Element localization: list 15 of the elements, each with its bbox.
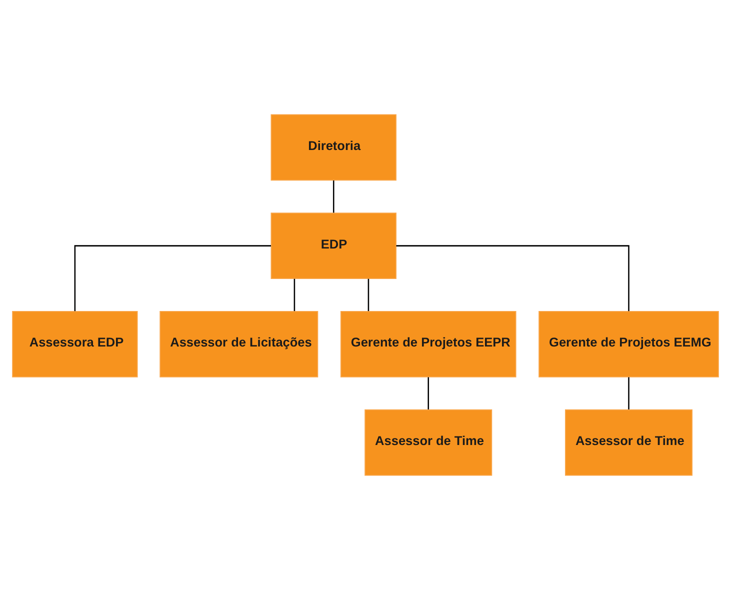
node-box: Assessora EDP [12,310,138,378]
connector [294,278,296,312]
connector [332,180,334,213]
node-box: EDP [270,212,396,280]
connector [396,245,630,312]
connector [628,377,630,410]
node-box: Assessor de Time [364,409,492,476]
node-box: Assessor de Time [564,409,692,476]
node-box: Gerente de Projetos EEPR [340,310,516,378]
node-box: Diretoria [270,114,396,181]
node-box: Assessor de Licitações [160,310,318,378]
node-box: Gerente de Projetos EEMG [538,310,719,378]
connector [428,377,429,410]
connector [74,245,271,312]
connector [368,278,370,312]
